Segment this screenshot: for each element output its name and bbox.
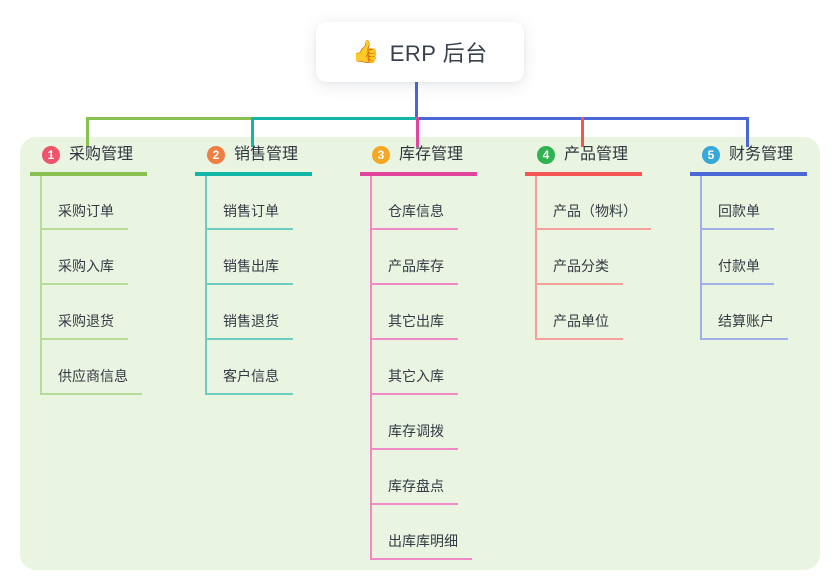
branch-label: 产品管理 — [564, 146, 629, 163]
branch-5: 5 财务管理 回款单付款单结算账户 — [690, 146, 839, 340]
branch-number-badge: 3 — [372, 146, 390, 164]
root-node[interactable]: 👍 ERP 后台 — [316, 22, 524, 82]
branch-1: 1 采购管理 采购订单采购入库采购退货供应商信息 — [30, 146, 180, 395]
branch-children: 产品（物料） 产品分类产品单位 — [525, 202, 651, 367]
child-node[interactable]: 销售出库 — [205, 257, 293, 285]
child-node[interactable]: 采购订单 — [40, 202, 128, 230]
child-node[interactable]: 采购入库 — [40, 257, 128, 285]
child-node[interactable]: 库存调拨 — [370, 422, 458, 450]
branch-header[interactable]: 3 库存管理 — [360, 146, 477, 176]
branch-label: 采购管理 — [69, 146, 134, 163]
child-node[interactable]: 其它出库 — [370, 312, 458, 340]
branch-label: 库存管理 — [399, 146, 464, 163]
branch-number-badge: 5 — [702, 146, 720, 164]
branches-panel — [20, 137, 820, 570]
child-node[interactable]: 销售退货 — [205, 312, 293, 340]
branch-children: 仓库信息产品库存其它出库其它入库库存调拨库存盘点出库库明细 — [360, 202, 472, 587]
root-title: ERP 后台 — [389, 41, 488, 66]
child-node[interactable]: 客户信息 — [205, 367, 293, 395]
branch-header[interactable]: 1 采购管理 — [30, 146, 147, 176]
branch-label: 财务管理 — [729, 146, 794, 163]
branch-connector-line — [40, 176, 42, 395]
thumbs-up-icon: 👍 — [352, 39, 380, 64]
branch-header[interactable]: 2 销售管理 — [195, 146, 312, 176]
child-node[interactable]: 结算账户 — [700, 312, 788, 340]
branch-4: 4 产品管理 产品（物料） 产品分类产品单位 — [525, 146, 675, 340]
child-node[interactable]: 销售订单 — [205, 202, 293, 230]
branch-header[interactable]: 5 财务管理 — [690, 146, 807, 176]
branch-connector-line — [205, 176, 207, 395]
branch-connector-line — [535, 176, 537, 340]
child-node[interactable]: 其它入库 — [370, 367, 458, 395]
child-node[interactable]: 产品（物料） — [535, 202, 651, 230]
child-node[interactable]: 仓库信息 — [370, 202, 458, 230]
branch-label: 销售管理 — [234, 146, 299, 163]
child-node[interactable]: 付款单 — [700, 257, 774, 285]
child-node[interactable]: 产品分类 — [535, 257, 623, 285]
branch-number-badge: 2 — [207, 146, 225, 164]
child-node[interactable]: 产品单位 — [535, 312, 623, 340]
branch-children: 采购订单采购入库采购退货供应商信息 — [30, 202, 142, 422]
child-node[interactable]: 采购退货 — [40, 312, 128, 340]
branch-children: 回款单付款单结算账户 — [690, 202, 788, 367]
branch-2: 2 销售管理 销售订单销售出库销售退货客户信息 — [195, 146, 345, 395]
branch-connector-line — [370, 176, 372, 560]
child-node[interactable]: 库存盘点 — [370, 477, 458, 505]
child-node[interactable]: 回款单 — [700, 202, 774, 230]
branch-children: 销售订单销售出库销售退货客户信息 — [195, 202, 293, 422]
child-node[interactable]: 出库库明细 — [370, 532, 472, 560]
child-node[interactable]: 供应商信息 — [40, 367, 142, 395]
child-node[interactable]: 产品库存 — [370, 257, 458, 285]
branch-number-badge: 1 — [42, 146, 60, 164]
branch-3: 3 库存管理 仓库信息产品库存其它出库其它入库库存调拨库存盘点出库库明细 — [360, 146, 510, 560]
branch-connector-line — [700, 176, 702, 340]
branch-number-badge: 4 — [537, 146, 555, 164]
branch-header[interactable]: 4 产品管理 — [525, 146, 642, 176]
